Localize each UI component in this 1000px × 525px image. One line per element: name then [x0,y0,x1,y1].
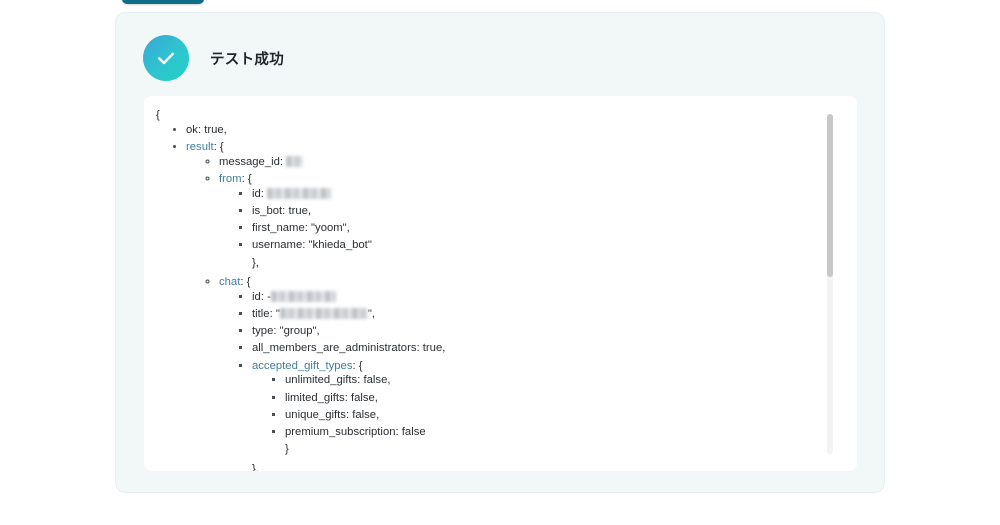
json-sep: : [240,276,247,289]
redacted-value-from-id [267,187,332,199]
json-tree: { ok: true, result: { message_id: fro [144,108,857,471]
redacted-value-chat-id [270,290,336,302]
json-node-unique-gifts: unique_gifts: false, [285,408,857,425]
json-sep: : [260,290,268,303]
json-value-ok: true, [204,123,227,136]
json-key-result: result [186,140,214,153]
json-key-username: username [252,239,303,252]
json-key-message-id: message_id [219,155,280,168]
json-value-prefix: - [267,290,271,303]
test-run-button[interactable] [122,0,204,4]
test-result-header: テスト成功 [143,35,284,81]
redacted-value-message-id [286,155,304,167]
json-close-from: }, [252,256,857,273]
json-close-brace: }, [252,256,259,269]
json-key-accepted-gift-types: accepted_gift_types [252,359,353,372]
json-value-from: { [247,172,252,185]
json-key-chat: chat [219,276,241,289]
json-scroll-area[interactable]: { ok: true, result: { message_id: fro [144,96,857,471]
json-value-first-name: "yoom", [311,222,350,235]
json-level-4: unlimited_gifts: false, limited_gifts: f… [252,373,857,459]
json-value-accepted-gift-types: { [358,359,363,372]
json-sep: : [241,172,248,185]
json-key-is-bot: is_bot [252,204,283,217]
json-level-2: message_id: from: { id: is_bot: true [186,155,857,471]
test-result-card: テスト成功 { ok: true, result: { message_id: [115,12,885,493]
json-sep: : [395,426,402,438]
json-root-open-brace: { [156,109,160,121]
json-value-suffix: ", [367,308,376,321]
json-value-username: "khieda_bot" [308,239,372,252]
json-node-unlimited-gifts: unlimited_gifts: false, [285,373,857,390]
json-node-limited-gifts: limited_gifts: false, [285,391,857,408]
json-key-title: title [252,308,270,321]
json-key-ok: ok [186,123,198,136]
json-sep: : [357,374,364,387]
json-node-result: result: { message_id: from: { id: [186,140,857,471]
json-close-brace: }, [252,462,259,471]
json-sep: : [197,123,205,136]
vertical-scrollbar-thumb[interactable] [827,114,833,277]
json-key-limited-gifts: limited_gifts [285,391,345,404]
json-key-unique-gifts: unique_gifts [285,408,346,421]
json-close-chat: }, [252,462,857,471]
json-value-all-members: true, [422,342,446,355]
json-node-from-id: id: [252,187,857,204]
json-node-type: type: "group", [252,324,857,341]
json-sep: : [416,342,423,355]
json-key-unlimited-gifts: unlimited_gifts [285,374,358,387]
json-sep: : [344,391,351,404]
json-level-3-chat: id: - title: " ", type: "group", [219,290,857,471]
json-sep: : [352,359,359,372]
json-key-all-members: all_members_are_administrators [252,342,417,355]
redacted-value-title [279,308,368,320]
json-node-message-id: message_id: [219,155,857,172]
json-key-premium-subscription: premium_subscription [285,426,396,438]
json-level-3-from: id: is_bot: true, first_name: "yoom", [219,187,857,273]
json-node-first-name: first_name: "yoom", [252,221,857,238]
json-sep: : [213,140,220,153]
json-node-from: from: { id: is_bot: true, [219,172,857,275]
json-node-chat: chat: { id: - title: "", ty [219,275,857,471]
json-node-username: username: "khieda_bot" [252,238,857,255]
json-value-result: { [219,140,224,153]
json-node-chat-id: id: - [252,290,857,307]
json-node-is-bot: is_bot: true, [252,204,857,221]
json-key-type: type [252,325,274,338]
json-key-id: id [252,290,261,303]
json-value-chat: { [246,276,251,289]
json-sep: : [282,204,289,217]
json-value-type: "group", [279,325,320,338]
json-sep: : [279,155,287,168]
json-node-accepted-gift-types: accepted_gift_types: { unlimited_gifts: … [252,359,857,462]
json-response-panel[interactable]: { ok: true, result: { message_id: fro [144,96,857,471]
json-sep: : [302,239,309,252]
json-value-unique-gifts: false, [352,408,380,421]
json-close-brace: } [285,443,289,456]
json-node-premium-subscription: premium_subscription: false [285,425,857,442]
json-value-prefix: " [275,308,280,321]
json-value-premium-subscription: false [401,426,426,438]
json-level-1: ok: true, result: { message_id: from: { [144,123,857,471]
json-node-ok: ok: true, [186,123,857,140]
json-key-id: id [252,187,261,200]
page-title: テスト成功 [210,51,284,68]
json-sep: : [345,408,353,421]
json-value-is-bot: true, [288,204,312,217]
check-circle-icon [143,35,189,81]
json-close-accepted-gift-types: } [285,442,857,459]
json-node-title: title: " ", [252,307,857,324]
json-key-first-name: first_name [252,222,305,235]
json-sep: : [260,187,268,200]
json-node-all-members-are-administrators: all_members_are_administrators: true, [252,341,857,358]
json-sep: : [273,325,280,338]
json-value-unlimited-gifts: false, [363,374,391,387]
json-sep: : [269,308,276,321]
json-sep: : [304,222,312,235]
vertical-scrollbar[interactable] [827,114,833,454]
json-value-limited-gifts: false, [350,391,378,404]
json-key-from: from [219,172,242,185]
